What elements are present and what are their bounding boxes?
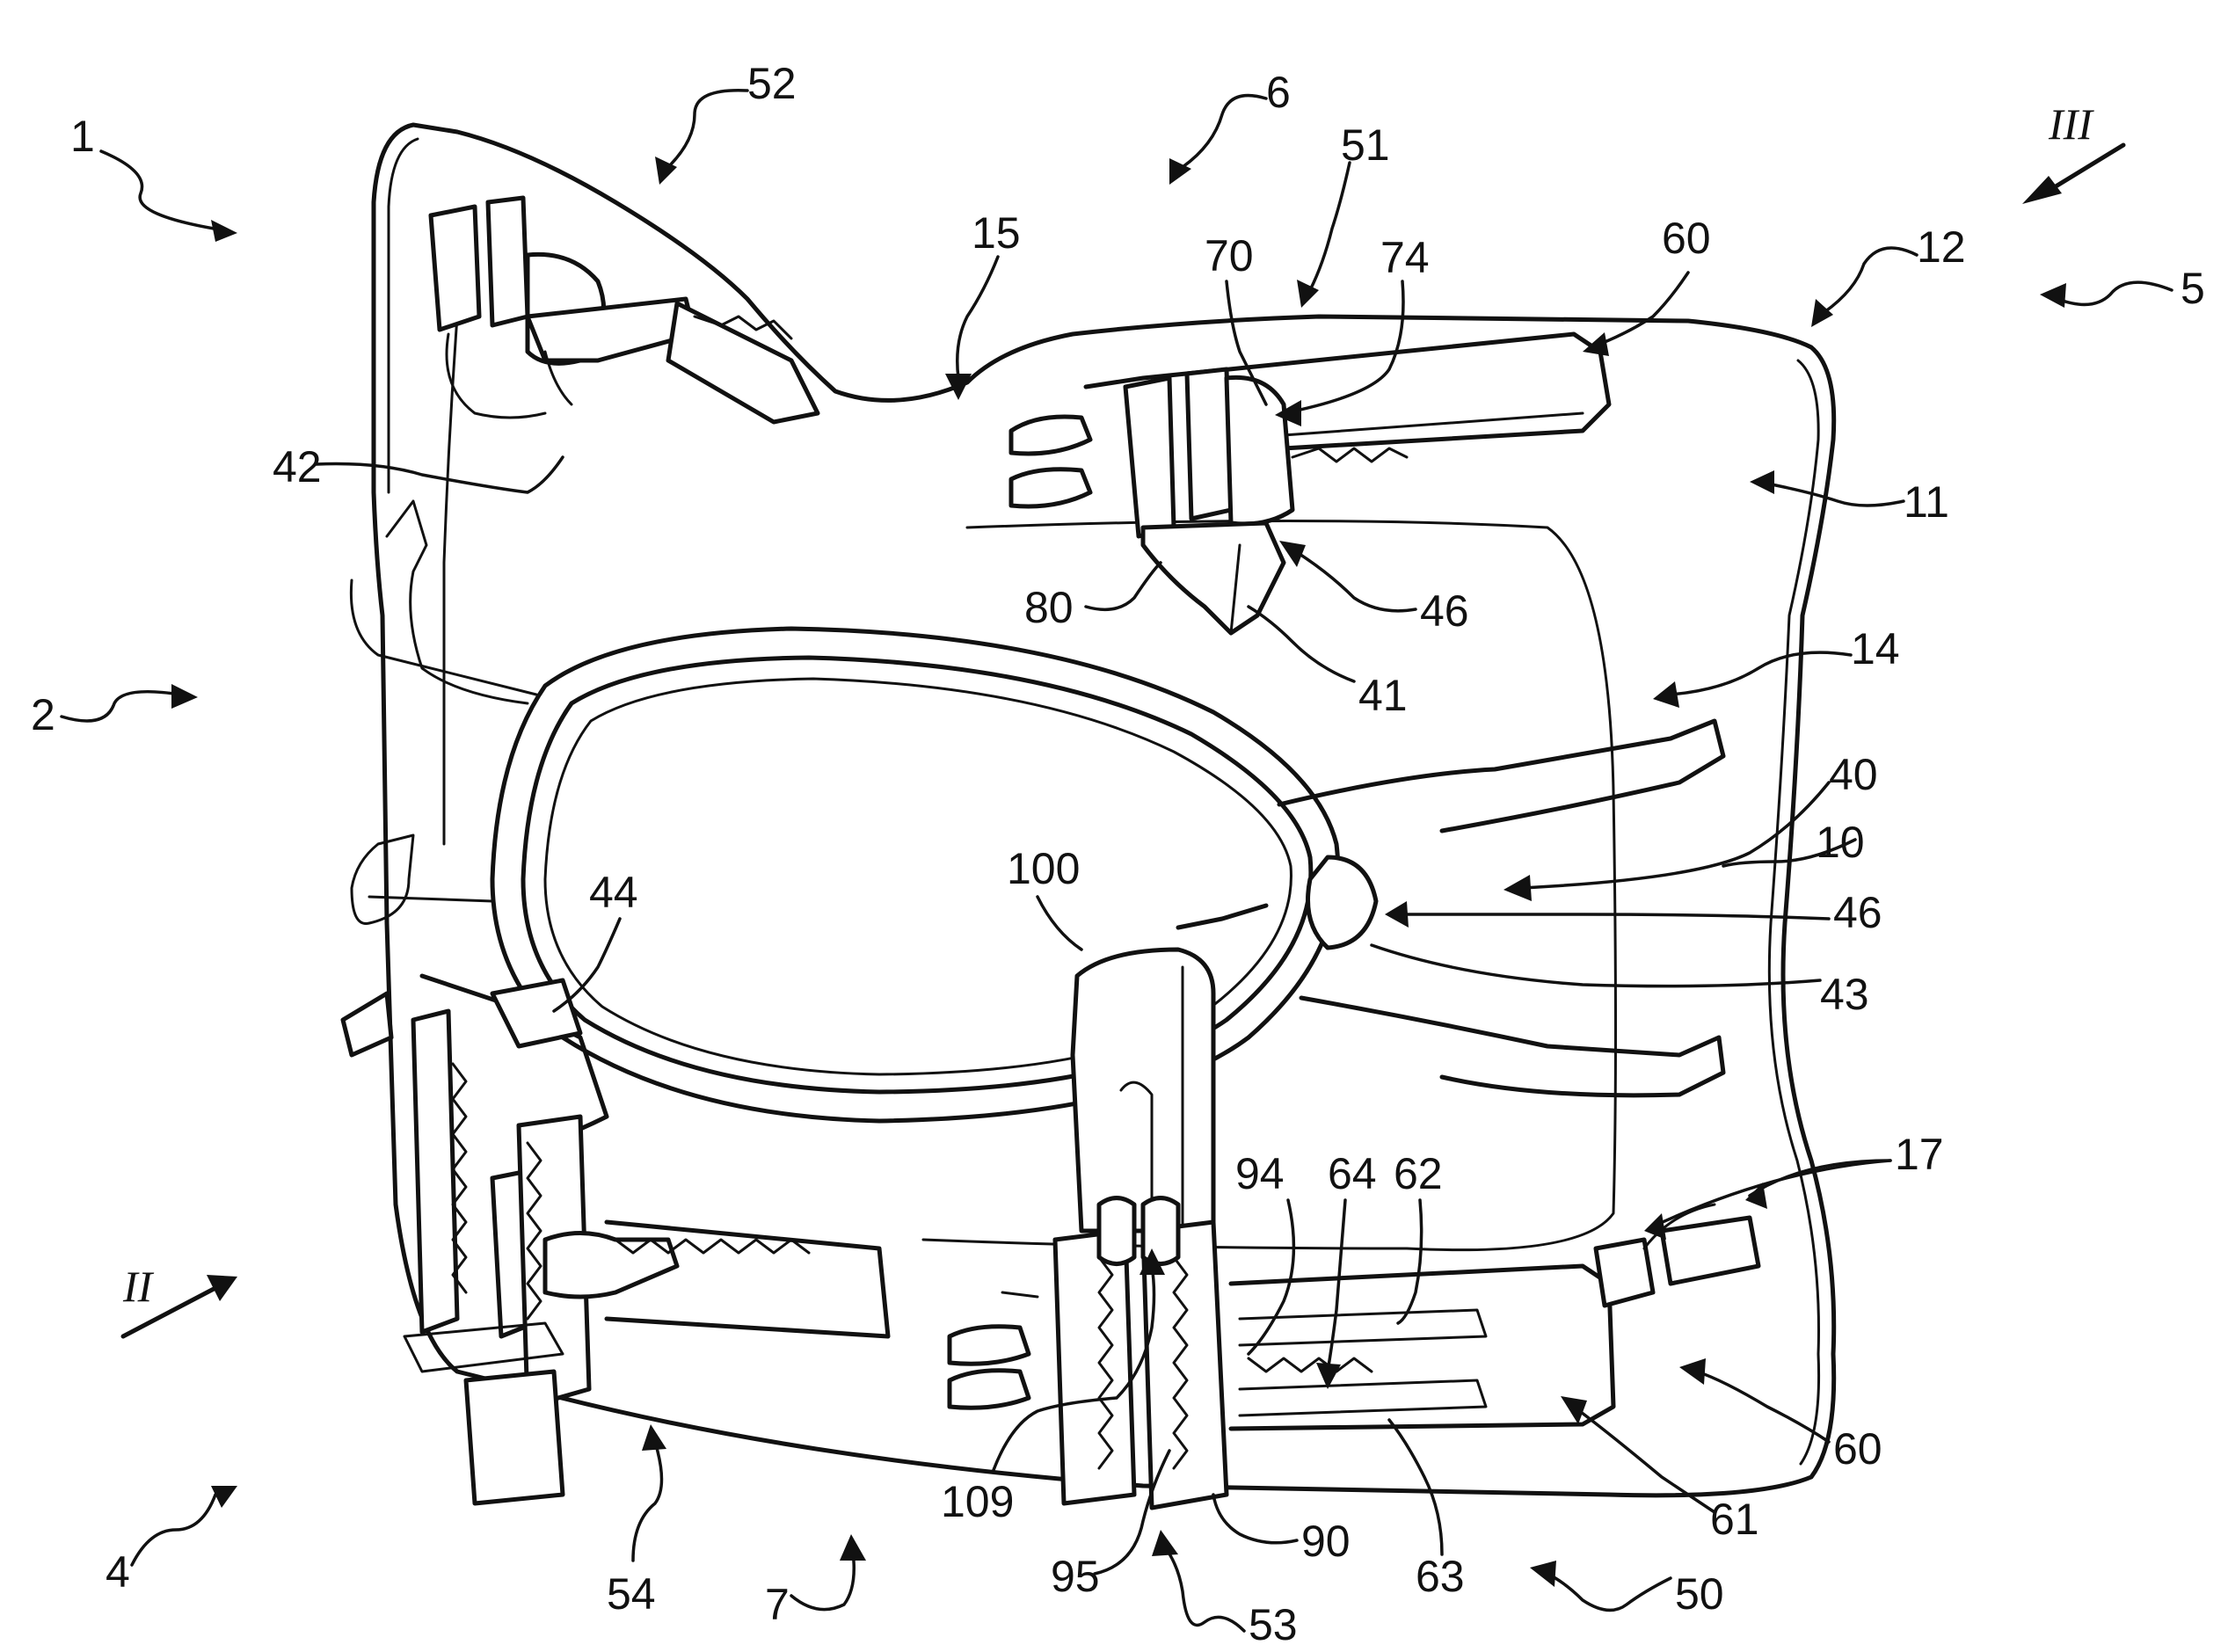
label-95: 95 [1051,1552,1100,1601]
label-50: 50 [1675,1569,1724,1619]
label-51: 51 [1341,120,1390,170]
label-2: 2 [31,690,55,739]
label-7: 7 [765,1580,790,1629]
label-74: 74 [1380,233,1430,282]
label-12: 12 [1917,222,1966,272]
right-arms [1178,721,1723,1095]
label-10: 10 [1816,818,1865,867]
adjuster-top-left [431,198,818,422]
label-60-bottom: 60 [1833,1424,1882,1474]
label-64: 64 [1328,1149,1377,1198]
label-view-iii: III [2048,99,2094,149]
label-11: 11 [1904,477,1949,527]
label-63: 63 [1416,1552,1465,1601]
label-6: 6 [1266,68,1291,117]
label-46-top: 46 [1420,586,1469,636]
label-94: 94 [1235,1149,1285,1198]
label-52: 52 [747,59,797,108]
label-80: 80 [1024,583,1074,632]
label-41: 41 [1358,671,1408,720]
label-62: 62 [1394,1149,1443,1198]
label-4: 4 [106,1547,130,1597]
label-43: 43 [1820,970,1869,1019]
label-5: 5 [2181,264,2205,313]
label-40: 40 [1829,750,1878,799]
label-15: 15 [972,208,1021,258]
label-1: 1 [70,112,95,161]
label-44: 44 [589,868,638,917]
label-60-top: 60 [1662,214,1711,263]
label-100: 100 [1007,844,1080,893]
label-54: 54 [607,1569,656,1619]
label-17: 17 [1895,1130,1944,1179]
label-42: 42 [273,442,322,491]
label-70: 70 [1205,231,1254,280]
central-post [1073,950,1213,1231]
label-109: 109 [941,1477,1014,1526]
clips [1596,1204,1758,1306]
label-46-mid: 46 [1833,888,1882,937]
adjuster-top-right [1011,334,1609,633]
label-view-ii: II [122,1262,155,1311]
wire-frame [351,317,536,924]
label-90: 90 [1301,1517,1351,1566]
label-61: 61 [1710,1495,1759,1544]
label-14: 14 [1851,624,1900,673]
label-53: 53 [1249,1600,1298,1649]
